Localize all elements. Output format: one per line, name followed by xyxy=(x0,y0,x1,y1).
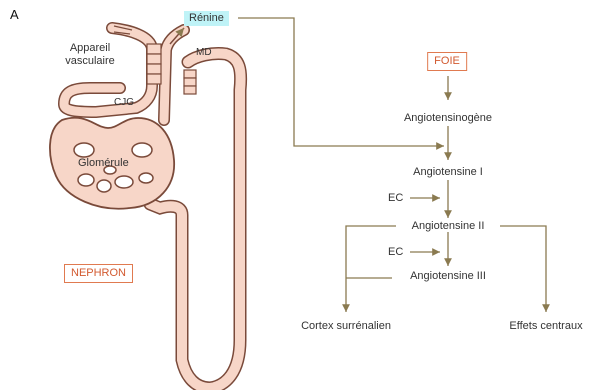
cortex-surrenalien-label: Cortex surrénalien xyxy=(301,320,391,333)
md-label: MD xyxy=(196,46,212,59)
cjg-cells xyxy=(147,44,161,84)
renine-label: Rénine xyxy=(184,11,229,26)
angiotensine-3-label: Angiotensine III xyxy=(410,270,486,283)
appareil-vasculaire-label: Appareil vasculaire xyxy=(50,42,130,68)
nephron-title: NEPHRON xyxy=(64,264,133,283)
afferent-arteriole xyxy=(64,28,152,112)
angiotensine-2-label: Angiotensine II xyxy=(412,220,485,233)
renine-connector xyxy=(238,18,444,146)
panel-label: A xyxy=(10,8,19,21)
md-cells xyxy=(184,70,196,94)
cjg-label: CJG xyxy=(114,96,134,109)
effets-centraux-label: Effets centraux xyxy=(509,320,582,333)
ec-1-label: EC xyxy=(388,192,403,205)
foie-box: FOIE xyxy=(427,52,467,71)
ec-2-label: EC xyxy=(388,246,403,259)
glomerule-label: Glomérule xyxy=(78,157,129,170)
angiotensinogene-label: Angiotensinogène xyxy=(404,112,492,125)
angiotensine-1-label: Angiotensine I xyxy=(413,166,483,179)
